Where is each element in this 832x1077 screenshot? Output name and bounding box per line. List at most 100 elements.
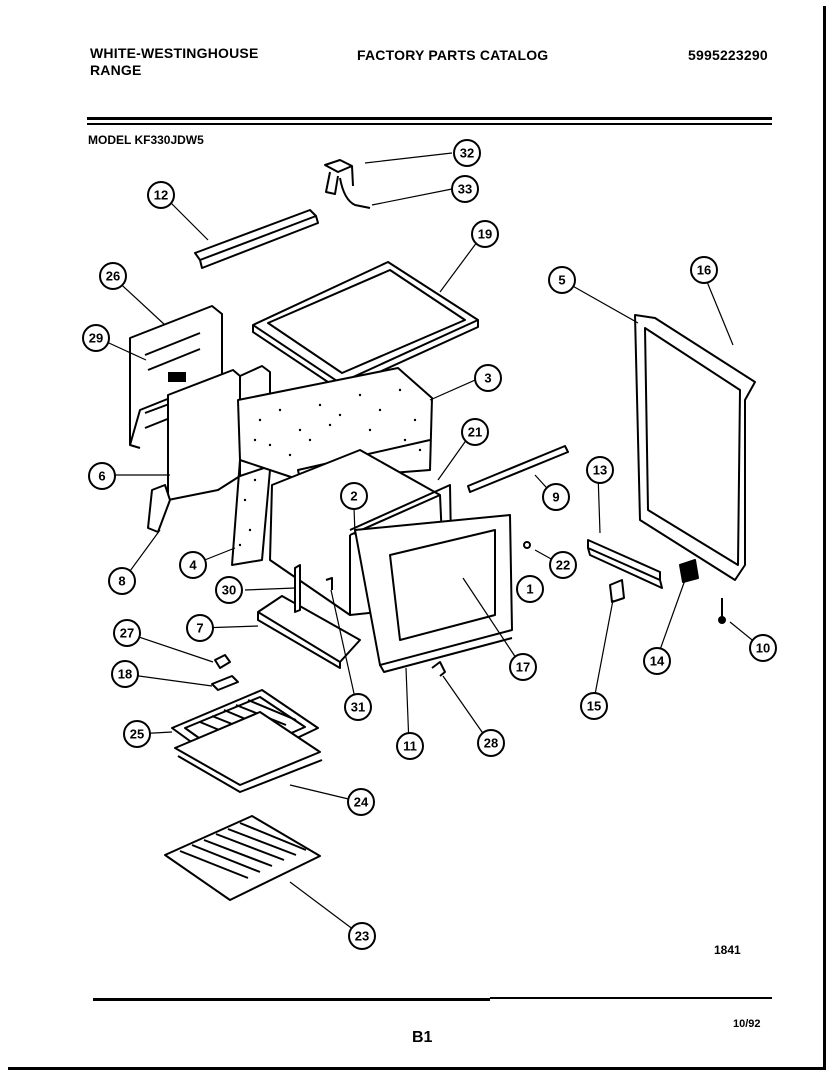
callout-circle (82, 324, 110, 352)
callout-circle (348, 922, 376, 950)
callout-19: 19 (471, 220, 499, 248)
page-frame (8, 6, 826, 1070)
callout-circle (549, 551, 577, 579)
callout-circle (461, 418, 489, 446)
callout-circle (643, 647, 671, 675)
callout-9: 9 (542, 483, 570, 511)
callout-16: 16 (690, 256, 718, 284)
callout-2: 2 (340, 482, 368, 510)
callout-label: 19 (478, 227, 492, 242)
callout-circle (453, 139, 481, 167)
callout-31: 31 (344, 693, 372, 721)
callout-12: 12 (147, 181, 175, 209)
figure-code: 1841 (714, 943, 741, 957)
catalog-title: FACTORY PARTS CATALOG (357, 47, 549, 63)
callout-8: 8 (108, 567, 136, 595)
callout-circle (548, 266, 576, 294)
callout-label: 26 (106, 269, 120, 284)
callout-label: 6 (98, 469, 105, 484)
callout-label: 5 (558, 273, 565, 288)
callout-label: 32 (460, 146, 474, 161)
clip-part (609, 579, 625, 603)
brand-header: WHITE-WESTINGHOUSE RANGE (90, 45, 258, 79)
callout-circle (509, 653, 537, 681)
callout-label: 3 (484, 371, 491, 386)
screw-part (718, 598, 726, 624)
spring-part (431, 661, 446, 677)
callout-circle (542, 483, 570, 511)
bracket-part-27 (214, 654, 231, 669)
callout-11: 11 (396, 732, 424, 760)
callout-15: 15 (580, 692, 608, 720)
callout-label: 27 (120, 626, 134, 641)
callout-circle (186, 614, 214, 642)
callout-label: 31 (351, 700, 365, 715)
side-trim-part (587, 539, 663, 589)
callout-label: 12 (154, 188, 168, 203)
callout-label: 4 (189, 558, 197, 573)
callout-label: 25 (130, 727, 144, 742)
insulation-texture (238, 388, 422, 547)
callout-circle (344, 693, 372, 721)
callout-circle (113, 619, 141, 647)
callout-14: 14 (643, 647, 671, 675)
bracket-part-18 (211, 675, 239, 691)
callout-label: 7 (196, 621, 203, 636)
callout-label: 22 (556, 558, 570, 573)
header-rule-top (87, 117, 772, 120)
callout-24: 24 (347, 788, 375, 816)
callout-circle (516, 575, 544, 603)
callout-circle (147, 181, 175, 209)
callout-27: 27 (113, 619, 141, 647)
callout-circle (99, 262, 127, 290)
callout-circle (123, 720, 151, 748)
callout-circle (474, 364, 502, 392)
broiler-tray-part (174, 711, 323, 793)
callout-10: 10 (749, 634, 777, 662)
callout-label: 30 (222, 583, 236, 598)
callout-label: 28 (484, 736, 498, 751)
callout-32: 32 (453, 139, 481, 167)
callout-label: 23 (355, 929, 369, 944)
catalog-number: 5995223290 (688, 47, 768, 63)
callout-18: 18 (111, 660, 139, 688)
callout-label: 10 (756, 641, 770, 656)
callout-22: 22 (549, 551, 577, 579)
callout-circle (111, 660, 139, 688)
callout-circle (586, 456, 614, 484)
callout-23: 23 (348, 922, 376, 950)
callout-26: 26 (99, 262, 127, 290)
callout-label: 15 (587, 699, 601, 714)
cooktop-frame-part (252, 261, 479, 391)
top-trim-part (194, 209, 319, 269)
side-bracket-part (147, 484, 171, 533)
callout-label: 16 (697, 263, 711, 278)
hinge-part (294, 564, 333, 613)
catalog-date: 10/92 (733, 1018, 761, 1030)
callout-label: 9 (552, 490, 559, 505)
model-label: MODEL KF330JDW5 (88, 133, 204, 147)
callout-label: 1 (526, 582, 533, 597)
callout-label: 21 (468, 425, 482, 440)
leveler-part (679, 559, 699, 583)
callout-circle (340, 482, 368, 510)
callout-29: 29 (82, 324, 110, 352)
callout-circle (347, 788, 375, 816)
callout-circle (471, 220, 499, 248)
callout-3: 3 (474, 364, 502, 392)
callout-circle (690, 256, 718, 284)
callout-28: 28 (477, 729, 505, 757)
callout-label: 33 (458, 182, 472, 197)
callout-circle (108, 567, 136, 595)
callout-13: 13 (586, 456, 614, 484)
callout-17: 17 (509, 653, 537, 681)
callout-circle (749, 634, 777, 662)
callout-label: 14 (650, 654, 665, 669)
oven-rack-part (164, 815, 321, 901)
callout-circle (215, 576, 243, 604)
footer-rule-left (93, 998, 490, 1001)
trim-strip-part (467, 445, 569, 493)
callout-7: 7 (186, 614, 214, 642)
callout-6: 6 (88, 462, 116, 490)
